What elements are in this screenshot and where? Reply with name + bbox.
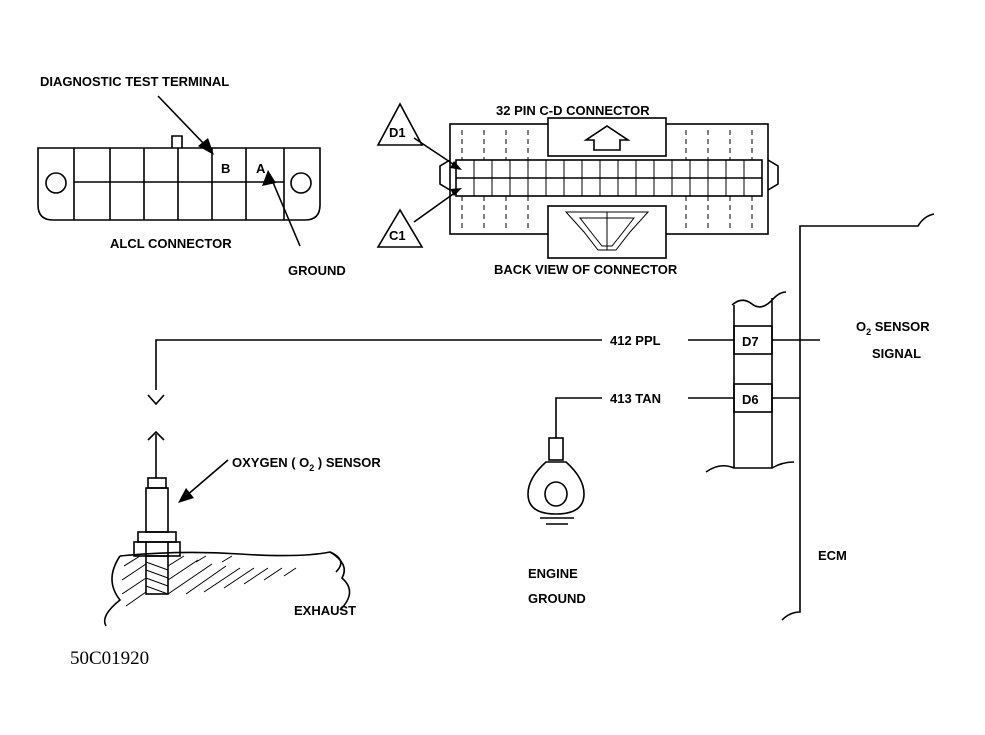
ecm-pin-block: D7 D6 — [705, 291, 820, 473]
oxygen-text-1: OXYGEN ( O — [232, 455, 309, 470]
o2-sub: 2 — [866, 327, 871, 337]
back-view-label: BACK VIEW OF CONNECTOR — [494, 262, 678, 277]
o2-o: O — [856, 319, 866, 334]
d1-label: D1 — [389, 125, 406, 140]
ground-label: GROUND — [288, 263, 346, 278]
ecm-module: ECM — [781, 213, 935, 621]
oxygen-arrow-line — [185, 459, 229, 497]
wire-413-tan: 413 TAN — [555, 391, 734, 438]
figure-id: 50C01920 — [70, 648, 149, 669]
pin-d6-label: D6 — [742, 392, 759, 407]
cd-connector: 32 PIN C-D CONNECTOR — [439, 103, 779, 277]
d1-triangle-callout: D1 — [376, 102, 462, 170]
ground-arrowhead-icon — [262, 170, 276, 186]
oxygen-sensor — [133, 477, 181, 595]
exhaust-label: EXHAUST — [294, 603, 356, 618]
up-arrow-icon — [583, 125, 631, 151]
diag-arrow-line — [157, 95, 207, 147]
cd-connector-label: 32 PIN C-D CONNECTOR — [496, 103, 650, 118]
o2-sensor-signal-label: O2 SENSOR — [856, 319, 930, 337]
oxygen-arrowhead-icon — [178, 488, 194, 503]
oxygen-sensor-label: OXYGEN ( O2 ) SENSOR — [232, 455, 381, 473]
alcl-pin-b: B — [221, 161, 230, 176]
diag-arrowhead-icon — [198, 138, 214, 155]
wire-412-label: 412 PPL — [610, 333, 661, 348]
alcl-connector: B A — [37, 135, 321, 221]
ground-arrow-line — [271, 179, 301, 247]
connector-male-icon — [147, 394, 165, 406]
oxygen-text-2: ) SENSOR — [314, 455, 381, 470]
engine-ground-terminal: ENGINE GROUND — [527, 437, 586, 606]
c1-triangle-callout: C1 — [376, 188, 462, 248]
alcl-connector-label: ALCL CONNECTOR — [110, 236, 232, 251]
wire-412-ppl: 412 PPL — [147, 333, 734, 478]
mount-hole-right-icon — [290, 172, 312, 194]
connector-female-icon — [147, 430, 165, 441]
c1-label: C1 — [389, 228, 406, 243]
wire-413-label: 413 TAN — [610, 391, 661, 406]
signal-label: SIGNAL — [872, 346, 921, 361]
o2-sensor-text: SENSOR — [871, 319, 930, 334]
engine-label: ENGINE — [528, 566, 578, 581]
oxygen-sub: 2 — [309, 463, 314, 473]
engine-ground-label: GROUND — [528, 591, 586, 606]
alcl-pin-a: A — [256, 161, 266, 176]
diagnostic-test-terminal-label: DIAGNOSTIC TEST TERMINAL — [40, 74, 229, 89]
ecm-label: ECM — [818, 548, 847, 563]
mount-hole-left-icon — [45, 172, 67, 194]
exhaust-pipe: EXHAUST — [103, 551, 356, 627]
pin-d7-label: D7 — [742, 334, 759, 349]
